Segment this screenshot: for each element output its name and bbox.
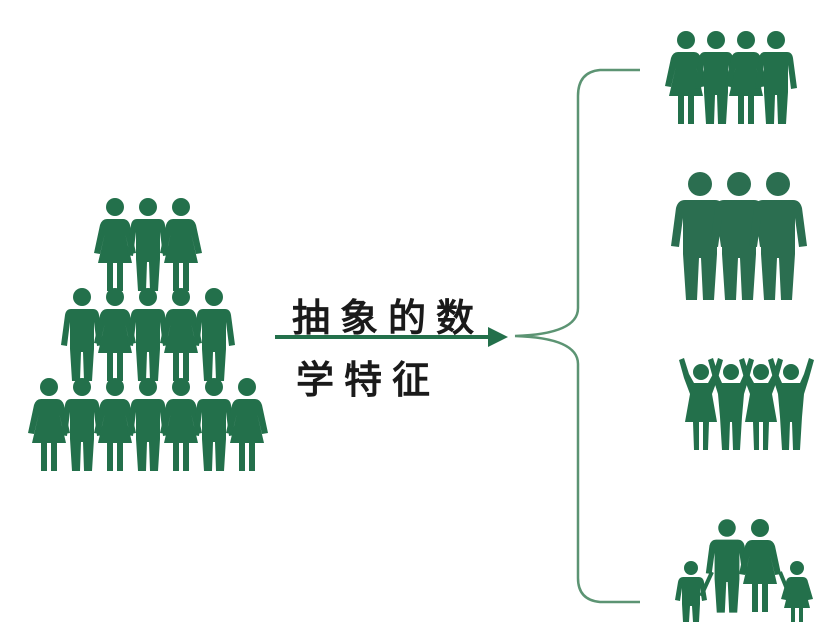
three-men-icon <box>671 172 807 300</box>
curly-bracket <box>514 68 640 604</box>
label-line-1: 抽象的数 <box>292 295 485 340</box>
group-cheering-icon <box>679 358 814 450</box>
arrow <box>275 327 508 347</box>
mixed-family-of-four-icon <box>665 31 797 124</box>
family-with-children-icon <box>675 519 813 622</box>
label-line-2: 学特征 <box>296 357 441 402</box>
population-pyramid-icon <box>28 198 268 471</box>
